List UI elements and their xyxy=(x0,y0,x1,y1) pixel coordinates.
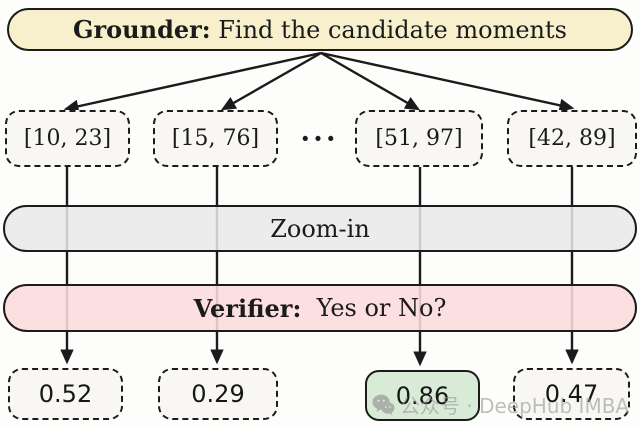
verifier-question: Yes or No? xyxy=(301,294,447,322)
watermark: 公众号 · DeepHub IMBA xyxy=(372,391,630,418)
score-box-4: 0.47 xyxy=(513,368,630,420)
grounder-instruction: Find the candidate moments xyxy=(210,15,567,44)
candidate-moment-label: [51, 97] xyxy=(375,126,463,151)
candidate-moment-box-3: [51, 97] xyxy=(355,110,483,167)
candidate-moment-label: [15, 76] xyxy=(171,126,260,151)
candidate-moment-box-4: [42, 89] xyxy=(507,110,637,167)
zoom-in-label: Zoom-in xyxy=(270,214,370,243)
score-value: 0.86 xyxy=(395,381,450,410)
wechat-icon xyxy=(372,394,395,415)
verifier-stage-bar: Verifier: Yes or No? xyxy=(3,284,637,332)
candidate-moment-label: [10, 23] xyxy=(23,126,112,151)
verifier-role-label: Verifier: xyxy=(193,293,302,323)
ellipsis-more-candidates: ··· xyxy=(300,121,339,155)
score-box-1: 0.52 xyxy=(8,368,123,420)
score-box-2: 0.29 xyxy=(158,368,278,420)
score-value: 0.47 xyxy=(544,380,599,408)
score-value: 0.29 xyxy=(191,380,245,408)
grounder-node: Grounder: Find the candidate moments xyxy=(7,8,633,51)
candidate-to-score-arrows xyxy=(60,166,579,367)
candidate-moment-box-2: [15, 76] xyxy=(153,110,278,167)
grounder-fanout-arrows xyxy=(63,51,575,113)
watermark-text: 公众号 · DeepHub IMBA xyxy=(400,393,630,418)
zoom-in-stage-bar: Zoom-in xyxy=(3,205,637,252)
candidate-moment-label: [42, 89] xyxy=(528,126,616,151)
grounder-role-label: Grounder: xyxy=(73,15,211,44)
candidate-moment-box-1: [10, 23] xyxy=(5,110,130,167)
score-value: 0.52 xyxy=(38,380,93,408)
